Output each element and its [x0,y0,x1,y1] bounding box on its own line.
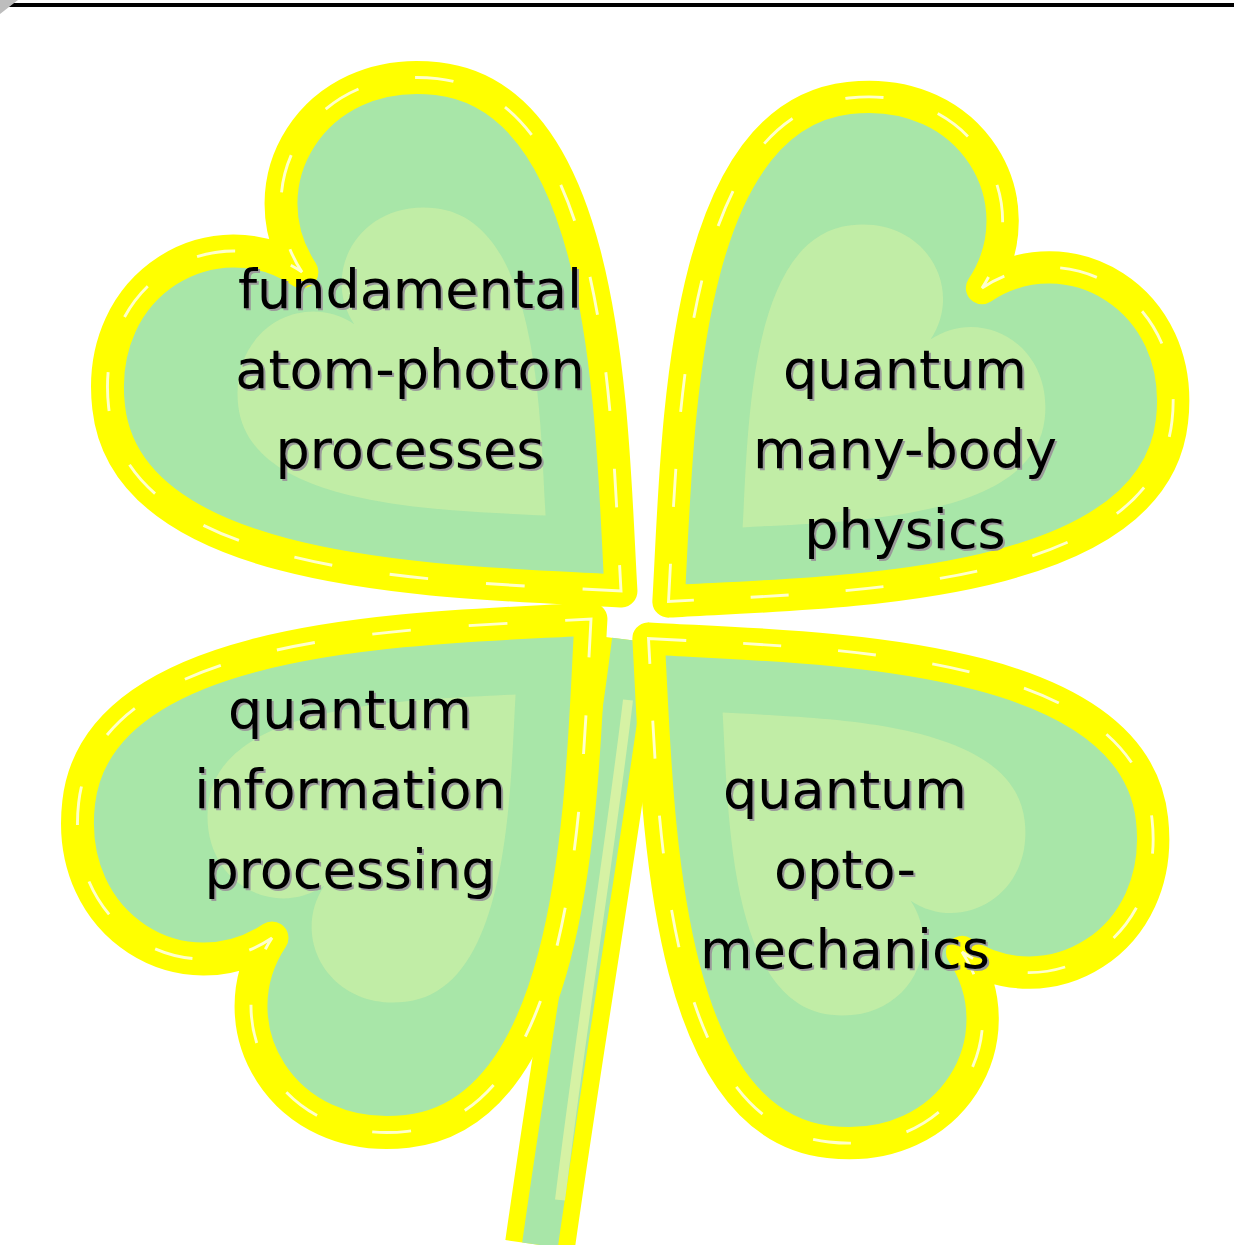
clover-leaf-node: quantum opto- mechanics [620,610,1190,1180]
leaf-sketch-line [107,77,621,591]
clover-leaf-node: fundamental atom-photon processes [70,40,650,620]
clover-leaf [70,40,650,620]
leaf-sketch-line [649,639,1154,1144]
leaf-label: fundamental atom-photon processes [210,250,610,490]
leaf-fill [77,619,591,1133]
top-rule [0,3,1234,7]
leaf-fill [669,97,1174,602]
leaf-label: quantum many-body physics [740,330,1070,570]
clover-leaf-node: quantum many-body physics [640,60,1210,630]
leaf-sketch-line [77,619,591,1133]
leaf-fill [649,639,1154,1144]
leaf-label: quantum information processing [170,670,530,910]
corner-mark [0,0,18,14]
leaf-fill [107,77,621,591]
leaf-sketch-line [669,97,1174,602]
clover-leaf-node: quantum information processing [40,590,620,1170]
leaf-label: quantum opto- mechanics [680,750,1010,990]
